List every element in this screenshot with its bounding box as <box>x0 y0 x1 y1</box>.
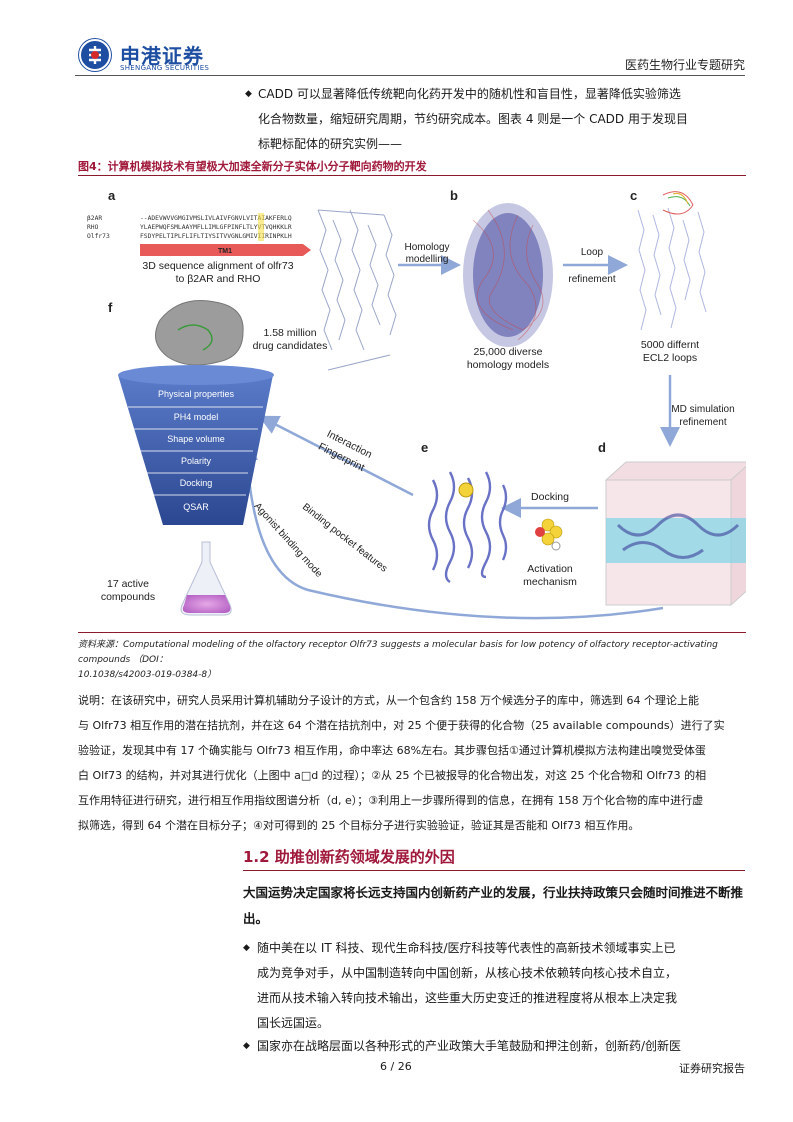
seq-name: β2AR <box>87 215 102 222</box>
note-line: 说明：在该研究中，研究人员采用计算机辅助分子设计的方式，从一个包含约 158 万… <box>78 694 699 707</box>
funnel-step: Docking <box>180 478 213 488</box>
company-name-en: SHENGANG SECURITIES <box>120 64 210 72</box>
caption-b-line1: 25,000 diverse <box>474 346 543 358</box>
note-line: 验验证，发现其中有 17 个确实能与 Olfr73 相互作用，命中率达 68%左… <box>78 744 706 757</box>
bullet-line: 成为竞争对手，从中国制造转向中国创新，从核心技术依赖转向核心技术自立， <box>257 966 678 980</box>
loop-label-2: refinement <box>568 274 615 285</box>
flask-icon <box>180 541 232 616</box>
funnel-step: QSAR <box>183 502 209 512</box>
ecl2-loops-image <box>637 191 707 331</box>
screening-funnel <box>118 365 274 525</box>
caption-c-line2: ECL2 loops <box>643 352 697 364</box>
seq-name: RHO <box>87 224 99 231</box>
company-logo-icon <box>78 38 112 72</box>
note-line: 互作用特征进行研究，进行相互作用指纹图谱分析（d, e）；③利用上一步骤所得到的… <box>78 794 704 807</box>
intro-line: 标靶标配体的研究实例—— <box>258 137 403 151</box>
panel-letter-d: d <box>598 440 606 455</box>
source-line: 资料来源：Computational modeling of the olfac… <box>78 640 718 665</box>
footer-label: 证券研究报告 <box>679 1062 745 1075</box>
binding-pocket-arrow <box>238 440 664 620</box>
note-line: 白 Olf73 的结构，并对其进行优化（上图中 a□d 的过程）；②从 25 个… <box>78 769 707 782</box>
note-line: 与 Olfr73 相互作用的潜在拮抗剂，并在这 64 个潜在拮抗剂中，对 25 … <box>78 719 725 732</box>
policy-bullet-1: ◆ 随中美在以 IT 科技、现代生命科技/医疗科技等代表性的高新技术领域事实上已… <box>243 936 745 1036</box>
bullet-diamond-icon: ◆ <box>243 943 250 953</box>
panel-letter-c: c <box>630 188 637 203</box>
loop-label-1: Loop <box>581 247 604 258</box>
drug-library-surface-image <box>155 299 244 366</box>
source-line: 10.1038/s42003-019-0384-8） <box>78 670 217 680</box>
panel-letter-e: e <box>421 440 428 455</box>
note-line: 拟筛选，得到 64 个潜在目标分子；④对可得到的 25 个目标分子进行实验验证，… <box>78 819 640 832</box>
homology-label-2: modelling <box>406 254 449 265</box>
md-label-1: MD simulation <box>671 404 734 415</box>
receptor-structure-e <box>427 471 508 584</box>
funnel-step: PH4 model <box>174 412 219 422</box>
funnel-step: Polarity <box>181 456 212 466</box>
bullet-diamond-icon: ◆ <box>243 1041 250 1051</box>
section-rule <box>243 870 745 871</box>
tm1-arrow <box>140 244 311 256</box>
caption-a-line2: to β2AR and RHO <box>176 273 261 285</box>
caption-c-line1: 5000 differnt <box>641 339 699 351</box>
interaction-arrow <box>258 415 414 497</box>
header-divider <box>75 75 745 76</box>
seq-text: YLAEPWQFSMLAAYMFLLIMLGFPINFLTLYVTVQHKKLR <box>140 224 292 231</box>
caption-b-line2: homology models <box>467 359 549 371</box>
panel-letter-b: b <box>450 188 458 203</box>
figure-bottom-rule <box>78 632 746 633</box>
md-label-2: refinement <box>679 417 726 428</box>
active-compounds-line2: compounds <box>101 591 155 603</box>
active-compounds-line1: 17 active <box>107 578 149 590</box>
intro-line: 化合物数量，缩短研究周期，节约研究成本。图表 4 则是一个 CADD 用于发现目 <box>258 112 688 126</box>
tm1-label: TM1 <box>218 248 232 255</box>
figure-note: 说明：在该研究中，研究人员采用计算机辅助分子设计的方式，从一个包含约 158 万… <box>78 688 748 838</box>
page-number: 6 / 26 <box>380 1060 412 1073</box>
figure-title: 图4：计算机模拟技术有望极大加速全新分子实体小分子靶向药物的开发 <box>78 160 427 173</box>
bullet-line: 随中美在以 IT 科技、现代生命科技/医疗科技等代表性的高新技术领域事实上已 <box>257 941 676 955</box>
company-name: 申港证券 <box>120 44 204 68</box>
alignment-highlight <box>258 213 264 241</box>
caption-a-line1: 3D sequence alignment of olfr73 <box>142 260 293 272</box>
section-title: 1.2 助推创新药领域发展的外因 <box>243 848 455 866</box>
bullet-line: 国家亦在战略层面以各种形式的产业政策大手笔鼓励和押注创新，创新药/创新医 <box>257 1039 682 1053</box>
panel-letter-f: f <box>108 300 113 315</box>
activation-label-2: mechanism <box>523 576 577 588</box>
section-lead: 大国运势决定国家将长远支持国内创新药产业的发展，行业扶持政策只会随时间推进不断推… <box>243 885 744 926</box>
bullet-line: 国长远国运。 <box>257 1016 330 1030</box>
figure-title-rule <box>78 175 746 176</box>
intro-bullet: ◆ CADD 可以显著降低传统靶向化药开发中的随机性和盲目性，显著降低实验筛选 … <box>245 82 745 157</box>
funnel-step: Shape volume <box>167 434 225 444</box>
funnel-step: Physical properties <box>158 389 235 399</box>
seq-name: Olfr73 <box>87 233 110 240</box>
figure-source: 资料来源：Computational modeling of the olfac… <box>78 638 748 683</box>
policy-bullet-2: ◆ 国家亦在战略层面以各种形式的产业政策大手笔鼓励和押注创新，创新药/创新医 <box>243 1034 745 1059</box>
bound-ligand-icon <box>458 482 474 498</box>
report-type-label: 医药生物行业专题研究 <box>624 58 745 72</box>
intro-line: CADD 可以显著降低传统靶向化药开发中的随机性和盲目性，显著降低实验筛选 <box>258 87 681 101</box>
docking-label: Docking <box>531 491 569 503</box>
md-simulation-box-image <box>604 461 746 607</box>
workflow-diagram: a b c d e f β2AR --ADEVWVVGMGIVMSLIVLAIV… <box>87 188 746 620</box>
drug-candidates-line1: 1.58 million <box>263 327 316 339</box>
helix-structure-a <box>317 209 397 371</box>
bullet-diamond-icon: ◆ <box>245 89 252 99</box>
drug-candidates-line2: drug candidates <box>253 340 328 352</box>
seq-text: FSDYPELTIPLFLIFLTIYSITVVGNLGMIVIIRINPKLH <box>140 233 292 240</box>
homology-models-image <box>463 203 553 347</box>
homology-label-1: Homology <box>404 242 449 253</box>
seq-text: --ADEVWVVGMGIVMSLIVLAIVFGNVLVITAIAKFERLQ <box>140 215 292 222</box>
panel-letter-a: a <box>108 188 116 203</box>
bullet-line: 进而从技术输入转向技术输出，这些重大历史变迁的推进程度将从根本上决定我 <box>257 991 678 1005</box>
ligand-molecule-icon <box>535 518 563 551</box>
activation-label-1: Activation <box>527 563 573 575</box>
